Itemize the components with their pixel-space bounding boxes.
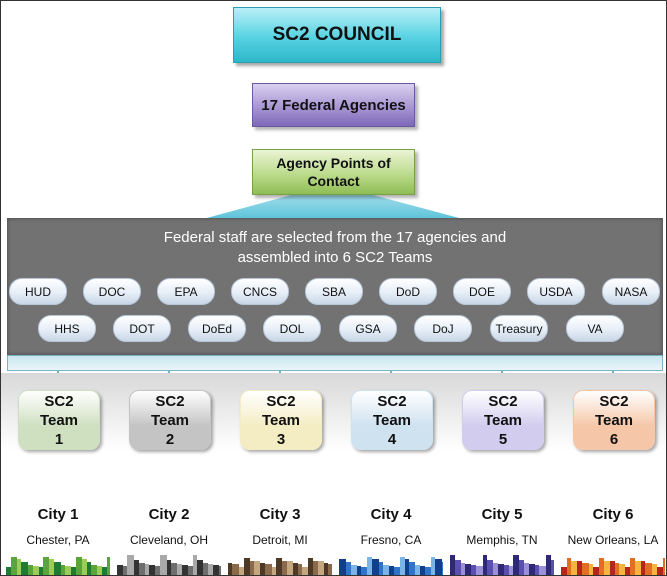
city-name-6: New Orleans, LA [567,533,659,547]
agency-pill-cncs: CNCS [231,278,289,305]
city-label-1: City 1 [37,506,79,523]
city-name-3: Detroit, MI [252,533,308,547]
team-label: SC2 Team 2 [150,392,190,448]
city-skylines [6,555,665,575]
skyline-4 [339,557,443,575]
agency-pill-dol: DOL [263,315,321,342]
team-box-1: SC2 Team 1 [18,390,100,450]
federal-agencies-box: 17 Federal Agencies [252,83,415,127]
panel-description: Federal staff are selected from the 17 a… [163,229,507,266]
team-label: SC2 Team 3 [261,392,301,448]
skyline-2 [117,555,221,575]
council-box: SC2 COUNCIL [233,7,441,63]
agency-pill-va: VA [566,315,624,342]
agency-pill-hud: HUD [9,278,67,305]
agency-pill-nasa: NASA [602,278,660,305]
agency-pill-sba: SBA [305,278,363,305]
distribution-bar [7,355,663,371]
agency-pill-doe: DOE [453,278,511,305]
agency-pill-epa: EPA [157,278,215,305]
team-label: SC2 Team 4 [372,392,412,448]
skyline-3 [228,558,332,575]
city-name-1: Chester, PA [26,533,90,547]
team-box-2: SC2 Team 2 [129,390,211,450]
city-name-5: Memphis, TN [466,533,538,547]
agency-pill-gsa: GSA [339,315,397,342]
agency-pill-dot: DOT [113,315,171,342]
team-box-4: SC2 Team 4 [351,390,433,450]
team-label: SC2 Team 1 [39,392,79,448]
city-label-3: City 3 [259,506,301,523]
city-label-2: City 2 [148,506,190,523]
team-label: SC2 Team 6 [594,392,634,448]
teams-background [1,373,666,503]
agency-pill-hhs: HHS [38,315,96,342]
skyline-5 [450,555,554,575]
team-box-3: SC2 Team 3 [240,390,322,450]
skyline-1 [6,557,110,575]
skyline-6 [561,558,665,575]
agency-pill-dod: DoD [379,278,437,305]
city-name-4: Fresno, CA [360,533,422,547]
funnel-connector [203,195,463,219]
city-label-6: City 6 [592,506,634,523]
agency-pill-usda: USDA [527,278,585,305]
team-box-6: SC2 Team 6 [573,390,655,450]
agency-pill-treasury: Treasury [490,315,548,342]
city-label-5: City 5 [481,506,523,523]
agency-pill-doj: DoJ [414,315,472,342]
city-label-4: City 4 [370,506,412,523]
team-box-5: SC2 Team 5 [462,390,544,450]
points-of-contact-box: Agency Points of Contact [252,149,415,195]
agency-pill-doc: DOC [83,278,141,305]
city-name-2: Cleveland, OH [129,533,209,547]
agency-pill-doed: DoEd [188,315,246,342]
team-label: SC2 Team 5 [483,392,523,448]
